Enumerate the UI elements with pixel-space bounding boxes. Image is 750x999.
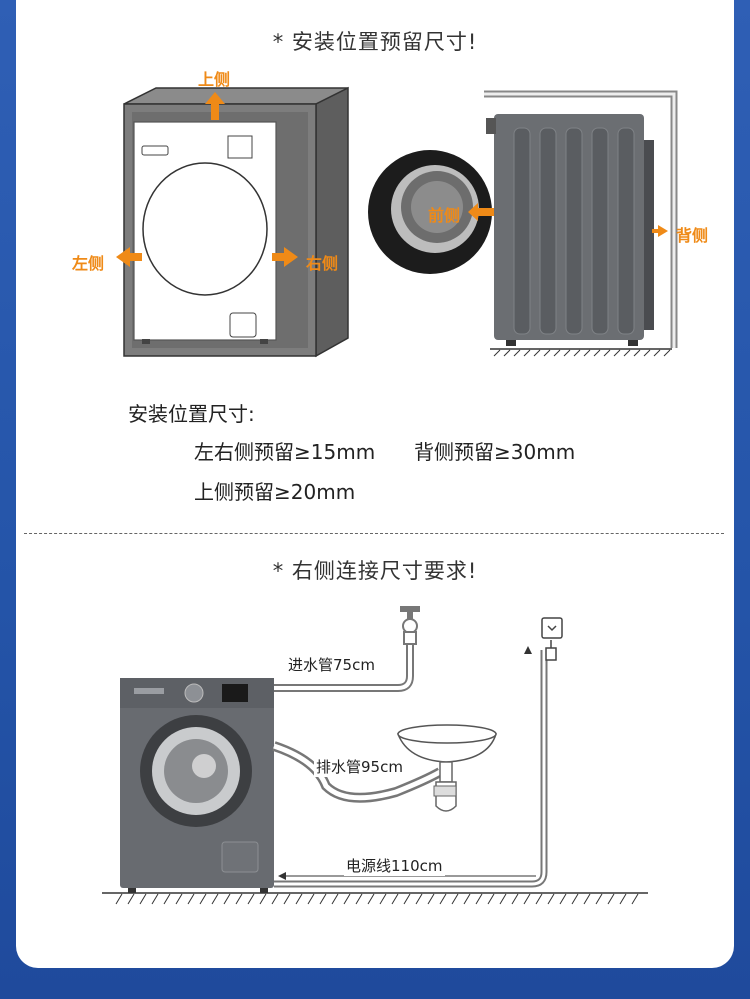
front-arrow-icon: [468, 203, 494, 221]
content-card: * 安装位置预留尺寸!: [16, 0, 734, 968]
left-arrow-icon: [116, 247, 142, 267]
side-view-illustration: [368, 90, 678, 357]
label-top: 上侧: [198, 70, 231, 89]
connection-title: * 右侧连接尺寸要求!: [272, 559, 478, 583]
inlet-hose-label: 进水管75cm: [286, 654, 377, 675]
top-arrow-icon: [205, 92, 225, 120]
back-arrow-icon: [652, 225, 668, 237]
section-divider: [24, 533, 724, 534]
front-view-illustration: [116, 86, 349, 358]
back-clearance: 背侧预留≥30mm: [414, 440, 576, 464]
drain-hose-label: 排水管95cm: [314, 756, 405, 777]
top-clearance: 上侧预留≥20mm: [194, 480, 356, 504]
label-back: 背侧: [676, 226, 709, 245]
label-front: 前侧: [428, 206, 461, 225]
power-cord-label: 电源线110cm: [344, 855, 445, 876]
right-arrow-icon: [272, 247, 298, 267]
install-diagram: [102, 86, 678, 905]
sides-clearance: 左右侧预留≥15mm: [194, 440, 376, 464]
dimensions-heading: 安装位置尺寸:: [128, 402, 255, 426]
label-right: 右侧: [306, 254, 339, 273]
connection-illustration: [102, 606, 648, 905]
label-left: 左侧: [72, 254, 105, 273]
install-space-title: * 安装位置预留尺寸!: [272, 30, 478, 54]
